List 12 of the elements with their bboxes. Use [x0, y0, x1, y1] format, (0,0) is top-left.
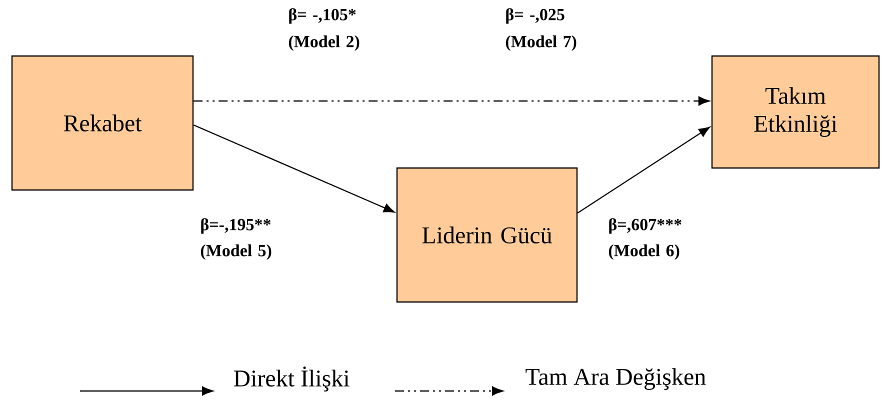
coefficient-label: β= -,105* (Model 2) — [288, 8, 360, 51]
legend-label: Direkt İlişki — [234, 366, 350, 392]
legend-label: Tam Ara Değişken — [526, 368, 706, 390]
coefficient-label: β= -,025 (Model 7) — [506, 8, 576, 51]
arrow — [194, 96, 710, 106]
concept-box: Takım Etkinliği — [711, 55, 880, 169]
concept-box: Rekabet — [11, 55, 194, 191]
arrow — [193, 124, 395, 213]
concept-box: Liderin Gücü — [396, 167, 578, 303]
coefficient-label: β=-,195** (Model 5) — [200, 218, 272, 260]
coefficient-label: β=,607*** (Model 6) — [608, 218, 682, 260]
arrow — [577, 126, 710, 214]
